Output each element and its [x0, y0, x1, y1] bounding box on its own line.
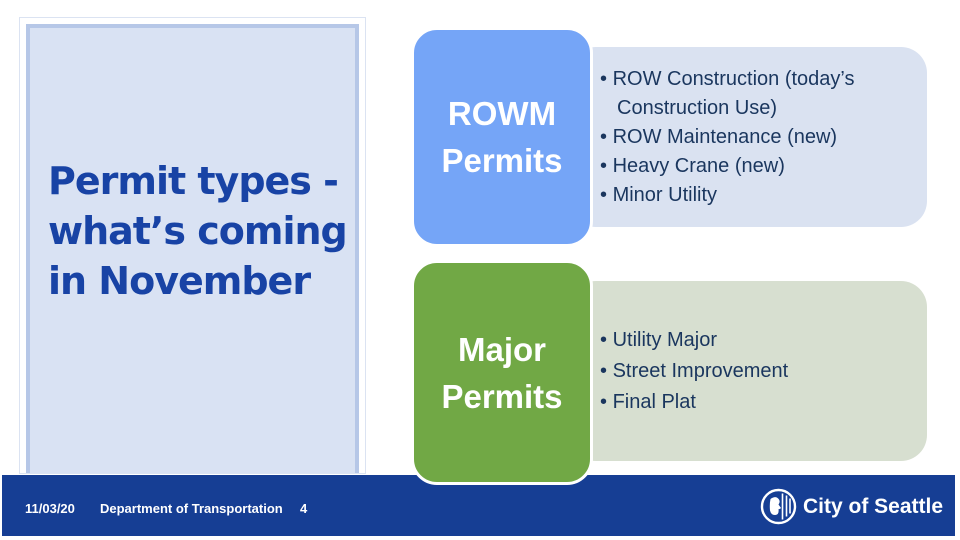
city-of-seattle-wordmark: City of Seattle	[803, 494, 944, 518]
slide-title-line-3: in November	[48, 259, 311, 303]
permit-list-item: ROW Maintenance (new)	[600, 123, 882, 152]
major-permits-box: Major Permits	[411, 260, 593, 485]
slide-title-line-1: Permit types -	[48, 159, 339, 203]
seattle-emblem-icon	[760, 488, 797, 525]
major-box-label-line-1: Major	[457, 330, 546, 368]
slide-title: Permit types - what’s coming in November	[48, 156, 348, 306]
footer-department: Department of Transportation	[100, 501, 283, 516]
slide-title-line-2: what’s coming	[48, 209, 348, 253]
footer-band: 11/03/20 Department of Transportation 4 …	[2, 475, 955, 536]
permit-list-item: ROW Construction (today’s Construction U…	[600, 65, 882, 123]
rowm-permits-list: ROW Construction (today’s Construction U…	[570, 47, 927, 227]
permit-list-item: Final Plat	[600, 387, 882, 418]
permit-list-item: Utility Major	[600, 325, 882, 356]
title-panel: Permit types - what’s coming in November	[19, 17, 366, 474]
permit-list-item: Minor Utility	[600, 181, 882, 210]
rowm-box-label-line-1: ROWM	[447, 95, 557, 132]
title-panel-inner: Permit types - what’s coming in November	[26, 24, 359, 473]
permit-list-item: Heavy Crane (new)	[600, 152, 882, 181]
major-permits-list: Utility Major Street Improvement Final P…	[570, 281, 927, 461]
footer-date: 11/03/20	[25, 501, 75, 516]
major-box-label-line-2: Permits	[441, 377, 563, 415]
footer-page-number: 4	[300, 501, 308, 516]
rowm-permits-box: ROWM Permits	[411, 27, 593, 247]
city-of-seattle-logo: City of Seattle	[760, 488, 943, 525]
rowm-box-label-line-2: Permits	[441, 142, 563, 179]
permit-list-item: Street Improvement	[600, 356, 882, 387]
